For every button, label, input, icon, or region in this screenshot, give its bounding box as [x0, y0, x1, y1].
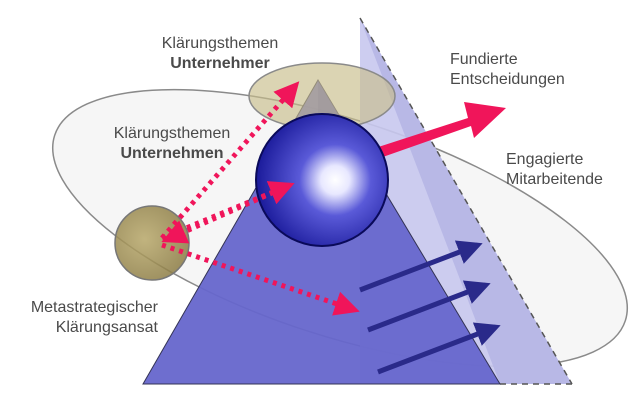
owner-topics-line2: Unternehmer — [170, 55, 270, 72]
triangle-back-dashed-edge — [359, 17, 573, 385]
employee-arrow-3 — [377, 322, 501, 375]
center-sphere — [255, 113, 389, 247]
decisions-arrow — [375, 102, 506, 158]
employees-label: Engagierte Mitarbeitende — [506, 150, 603, 190]
approach-line1: Metastrategischer — [30, 299, 158, 316]
company-topics-line1: Klärungsthemen — [113, 125, 231, 142]
approach-circle — [114, 205, 190, 281]
owner-topics-label: Klärungsthemen Unternehmer — [140, 34, 300, 74]
employee-arrow-2 — [367, 280, 491, 333]
approach-line2: Klärungsansat — [55, 319, 158, 336]
employees-line2: Mitarbeitende — [506, 171, 603, 188]
company-topics-line2: Unternehmen — [120, 145, 224, 162]
company-topics-label: Klärungsthemen Unternehmen — [92, 124, 252, 164]
decisions-line1: Fundierte — [450, 51, 518, 68]
employee-arrow-1 — [359, 240, 483, 293]
decisions-line2: Entscheidungen — [450, 71, 565, 88]
decisions-label: Fundierte Entscheidungen — [450, 50, 565, 90]
owner-topics-line1: Klärungsthemen — [161, 35, 279, 52]
employees-line1: Engagierte — [506, 151, 584, 168]
approach-label: Metastrategischer Klärungsansat — [10, 298, 158, 338]
dotted-arrow-to-owner — [160, 81, 300, 240]
dotted-arrow-to-employees — [161, 242, 360, 316]
